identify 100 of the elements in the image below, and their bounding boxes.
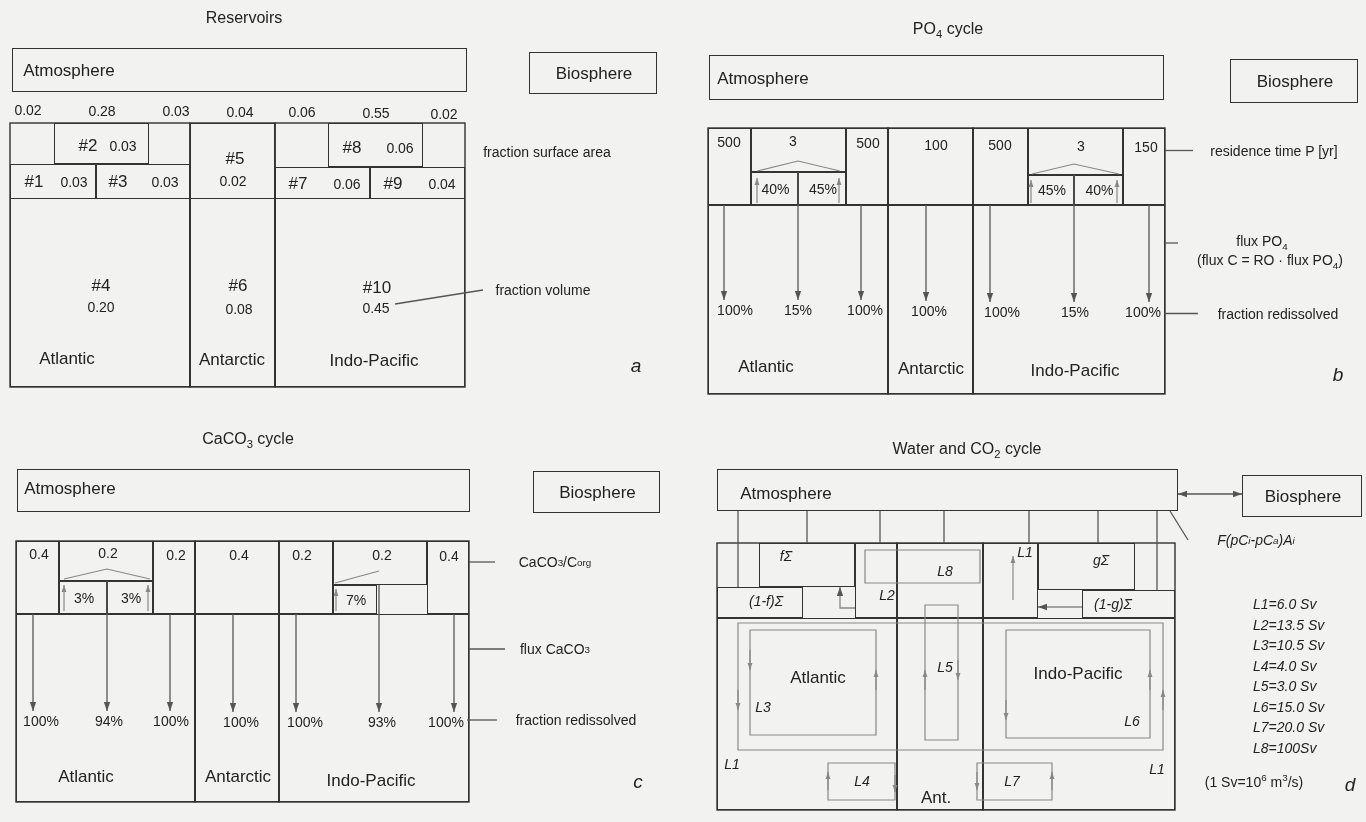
cell-label: #3 <box>108 172 128 192</box>
cell-label: 0.02 <box>219 174 247 190</box>
cell-label: 7% <box>345 592 367 609</box>
value-label: 0.02 <box>430 107 458 123</box>
cell-label: 0.2 <box>372 548 392 564</box>
ocean-cell <box>798 172 846 205</box>
cell-label: #1 <box>24 172 44 192</box>
cell-label: Biosphere <box>555 64 633 84</box>
connector-line <box>879 510 881 544</box>
flow-label: L1 <box>1017 545 1033 561</box>
value-label: 0.02 <box>14 103 42 119</box>
cell-label: 3 <box>789 134 797 150</box>
percent-label: 94% <box>91 712 127 729</box>
connector-line <box>943 510 945 544</box>
legend-text: L2=13.5 Sv <box>1253 617 1325 634</box>
ocean-cell <box>897 543 983 618</box>
cell-label: 0.08 <box>225 302 253 318</box>
ocean-cell <box>717 587 803 618</box>
flux-arrow <box>794 171 802 301</box>
legend-text: L1=6.0 Sv <box>1253 597 1317 613</box>
ocean-cell <box>888 205 973 394</box>
ocean-cell <box>973 128 1028 205</box>
cell-label: Indo-Pacific <box>1033 664 1123 684</box>
percent-label: 93% <box>364 713 400 730</box>
cell-label: 0.04 <box>428 177 456 193</box>
ocean-cell <box>708 205 888 394</box>
cell-label: Indo-Pacific <box>326 771 416 791</box>
annotation-text: flux PO$_{4}$ <box>1236 233 1288 253</box>
inner-box <box>333 541 427 585</box>
ocean-cell <box>190 198 275 387</box>
flow-label: L2 <box>879 588 895 604</box>
inner-box <box>751 128 846 172</box>
cell-label: #5 <box>225 149 245 169</box>
reservoir-box <box>1242 475 1362 517</box>
ocean-cell <box>1074 175 1123 205</box>
cell-label: 500 <box>988 138 1012 154</box>
legend-text: L3=10.5 Sv <box>1253 638 1325 654</box>
flow-label: L4 <box>854 774 870 790</box>
inner-box <box>54 123 149 164</box>
cell-label: Atlantic <box>39 349 95 369</box>
leader-line <box>466 719 498 721</box>
cell-label: gΣ <box>1092 553 1110 569</box>
panel-letter: a <box>630 355 642 377</box>
cell-label: 0.06 <box>333 177 361 193</box>
inner-box <box>759 543 855 587</box>
flow-label: L7 <box>1004 774 1020 790</box>
ocean-cell <box>973 205 1165 394</box>
cell-label: 0.03 <box>151 175 179 191</box>
legend-text: L4=4.0 Sv <box>1253 658 1317 675</box>
flux-arrow <box>986 204 994 303</box>
percent-label: 100% <box>843 301 887 318</box>
percent-label: 100% <box>713 301 757 318</box>
value-label: 0.06 <box>288 105 316 121</box>
leader-line <box>1164 149 1194 152</box>
cell-label: #2 <box>78 136 98 156</box>
flow-label: L8 <box>937 564 953 580</box>
cell-label: Indo-Pacific <box>1030 361 1120 381</box>
ocean-cell <box>16 614 195 802</box>
cell-label: 0.03 <box>60 175 88 191</box>
cell-label: Antarctic <box>897 359 965 379</box>
cell-label: Antarctic <box>198 350 266 370</box>
cell-label: (1-f)Σ <box>748 594 784 610</box>
value-label: 0.28 <box>88 104 116 120</box>
ocean-cell <box>888 128 973 205</box>
cell-label: 500 <box>717 135 741 151</box>
cell-label: Indo-Pacific <box>329 351 419 371</box>
inner-box <box>59 541 153 581</box>
cell-label: 0.2 <box>166 548 186 564</box>
percent-label: 100% <box>149 712 193 729</box>
panel-letter: b <box>1332 364 1344 386</box>
leader-line <box>468 648 506 650</box>
cell-label: 40% <box>761 181 790 198</box>
cell-label: Atmosphere <box>24 479 116 499</box>
cell-label: #7 <box>288 174 308 194</box>
cell-label: 0.2 <box>98 546 118 562</box>
cell-label: 3% <box>73 590 95 607</box>
value-label: 0.04 <box>226 105 254 121</box>
cell-label: Biosphere <box>559 483 636 503</box>
annotation-text: fraction volume <box>483 281 603 299</box>
panel-letter: d <box>1344 774 1356 796</box>
legend-text: L5=3.0 Sv <box>1253 679 1317 695</box>
cell-label: 0.4 <box>229 548 249 564</box>
annotation-text: (flux C = RO · flux PO$_{4}$) <box>1197 252 1343 272</box>
cell-label: #10 <box>362 278 392 298</box>
connector-line <box>1156 510 1158 591</box>
cell-label: fΣ <box>779 549 793 565</box>
inner-box <box>328 123 423 167</box>
cell-label: Antarctic <box>204 767 272 787</box>
flux-arrow <box>450 613 458 713</box>
panel-letter: c <box>633 771 643 793</box>
legend-text: L7=20.0 Sv <box>1253 720 1325 736</box>
cell-label: 0.4 <box>439 549 459 565</box>
ocean-cell <box>855 543 897 618</box>
panel-title: Reservoirs <box>205 9 283 27</box>
legend-text: L8=100Sv <box>1253 740 1317 757</box>
ocean-cell <box>275 198 465 387</box>
percent-label: 100% <box>19 712 63 729</box>
ocean-cell <box>279 541 333 614</box>
cell-label: 40% <box>1085 183 1114 199</box>
flux-arrow <box>922 204 930 302</box>
